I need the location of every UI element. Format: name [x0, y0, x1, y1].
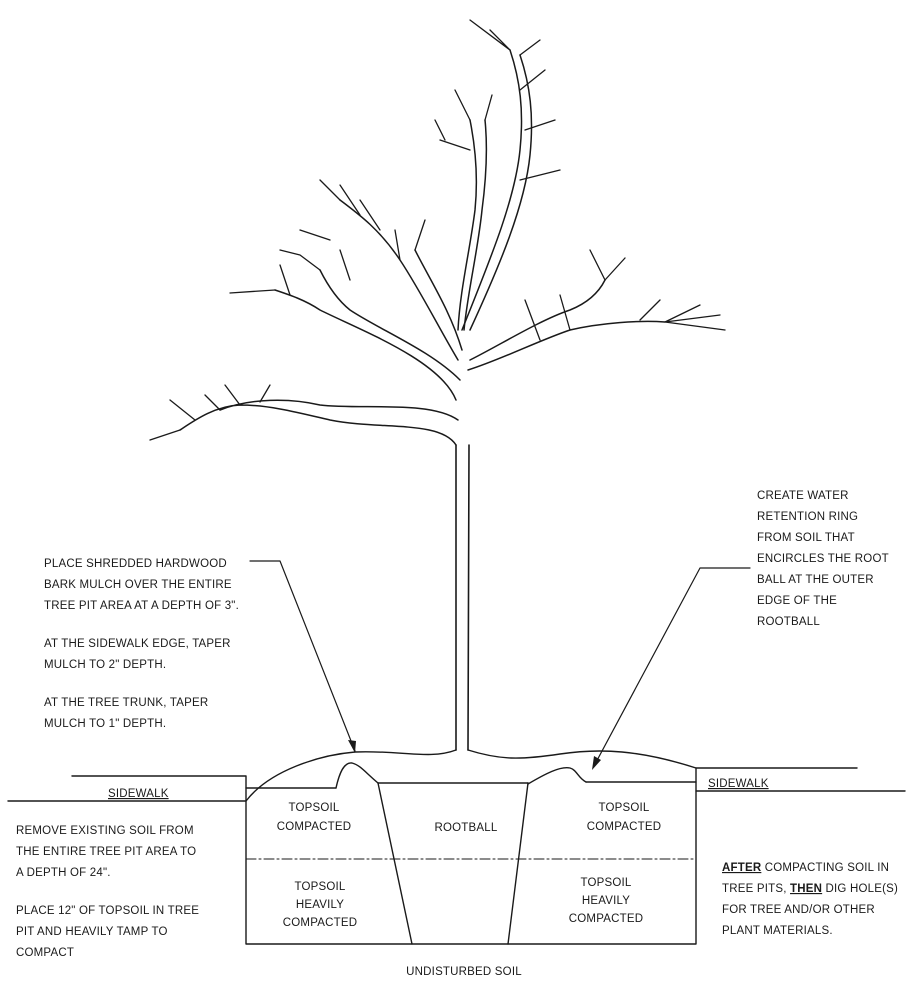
undisturbed-soil-label: UNDISTURBED SOIL	[406, 966, 522, 978]
tree-branch	[457, 119, 488, 331]
note-line: CREATE WATER	[757, 490, 849, 502]
tree	[149, 19, 726, 751]
topsoil-heavy-right: TOPSOIL	[580, 877, 631, 889]
topsoil-compacted-right: TOPSOIL	[598, 802, 649, 814]
sidewalk-left-label: SIDEWALK	[108, 788, 169, 800]
topsoil-compacted-left: COMPACTED	[277, 821, 351, 833]
note-line: AT THE TREE TRUNK, TAPER	[44, 697, 208, 709]
planting-pit	[7, 749, 906, 945]
mulch-leader	[249, 560, 356, 752]
note-line: PLACE SHREDDED HARDWOOD	[44, 558, 227, 570]
note-line: TREE PIT AREA AT A DEPTH OF 3".	[44, 600, 239, 612]
note-line: BALL AT THE OUTER	[757, 574, 874, 586]
note-line: BARK MULCH OVER THE ENTIRE	[44, 579, 232, 591]
note-line: TREE PITS, THEN DIG HOLE(S)	[722, 883, 898, 895]
note-line: A DEPTH OF 24".	[16, 867, 111, 879]
note-line: PLANT MATERIALS.	[722, 925, 833, 937]
mulch-arrowhead	[348, 740, 356, 753]
topsoil-heavy-right: HEAVILY	[582, 895, 630, 907]
note-text: TREE PITS,	[722, 883, 790, 895]
note-line: MULCH TO 1" DEPTH.	[44, 718, 166, 730]
tree-trunk	[455, 444, 470, 751]
leader-arrows	[249, 560, 751, 770]
after-compacting-note: AFTER COMPACTING SOIL IN TREE PITS, THEN…	[722, 862, 898, 937]
tree-twig	[149, 19, 726, 441]
tree-branch	[461, 49, 533, 331]
note-line: RETENTION RING	[757, 511, 858, 523]
topsoil-heavy-right: COMPACTED	[569, 913, 643, 925]
tree-branch	[467, 279, 666, 371]
ring-leader	[593, 567, 751, 767]
water-retention-ring-right	[527, 767, 587, 785]
rootball-outline	[377, 782, 529, 945]
note-text: DIG HOLE(S)	[822, 883, 898, 895]
note-line: AFTER COMPACTING SOIL IN	[722, 862, 889, 874]
note-text: COMPACTING SOIL IN	[761, 862, 889, 874]
tree-branch	[339, 199, 463, 361]
topsoil-heavy-left: COMPACTED	[283, 917, 357, 929]
pit-top	[245, 781, 697, 789]
tree-branch	[274, 269, 461, 401]
note-line: COMPACT	[16, 947, 74, 959]
note-line: THE ENTIRE TREE PIT AREA TO	[16, 846, 196, 858]
topsoil-compacted-left: TOPSOIL	[288, 802, 339, 814]
topsoil-compacted-right: COMPACTED	[587, 821, 661, 833]
note-line: FOR TREE AND/OR OTHER	[722, 904, 875, 916]
topsoil-heavy-left: TOPSOIL	[294, 881, 345, 893]
pit-outline	[245, 790, 697, 945]
tree-branch	[179, 399, 459, 446]
note-line: PIT AND HEAVILY TAMP TO	[16, 926, 168, 938]
sidewalk-right-label: SIDEWALK	[708, 778, 769, 790]
sidewalk-right	[695, 767, 906, 792]
note-line: MULCH TO 2" DEPTH.	[44, 659, 166, 671]
note-line: ROOTBALL	[757, 616, 820, 628]
mulch-note: PLACE SHREDDED HARDWOOD BARK MULCH OVER …	[44, 558, 239, 730]
topsoil-heavy-left: HEAVILY	[296, 899, 344, 911]
note-line: ENCIRCLES THE ROOT	[757, 553, 889, 565]
emphasis-after: AFTER	[722, 862, 762, 874]
rootball-label: ROOTBALL	[435, 822, 498, 834]
note-line: EDGE OF THE	[757, 595, 837, 607]
ring-arrowhead	[592, 756, 601, 770]
note-line: PLACE 12" OF TOPSOIL IN TREE	[16, 905, 199, 917]
note-line: AT THE SIDEWALK EDGE, TAPER	[44, 638, 231, 650]
ring-note: CREATE WATER RETENTION RING FROM SOIL TH…	[757, 490, 889, 628]
remove-soil-note: REMOVE EXISTING SOIL FROM THE ENTIRE TRE…	[16, 825, 199, 959]
water-retention-ring-left	[335, 762, 379, 789]
note-line: FROM SOIL THAT	[757, 532, 855, 544]
note-line: REMOVE EXISTING SOIL FROM	[16, 825, 194, 837]
mulch-mound	[245, 749, 697, 802]
emphasis-then: THEN	[790, 883, 822, 895]
